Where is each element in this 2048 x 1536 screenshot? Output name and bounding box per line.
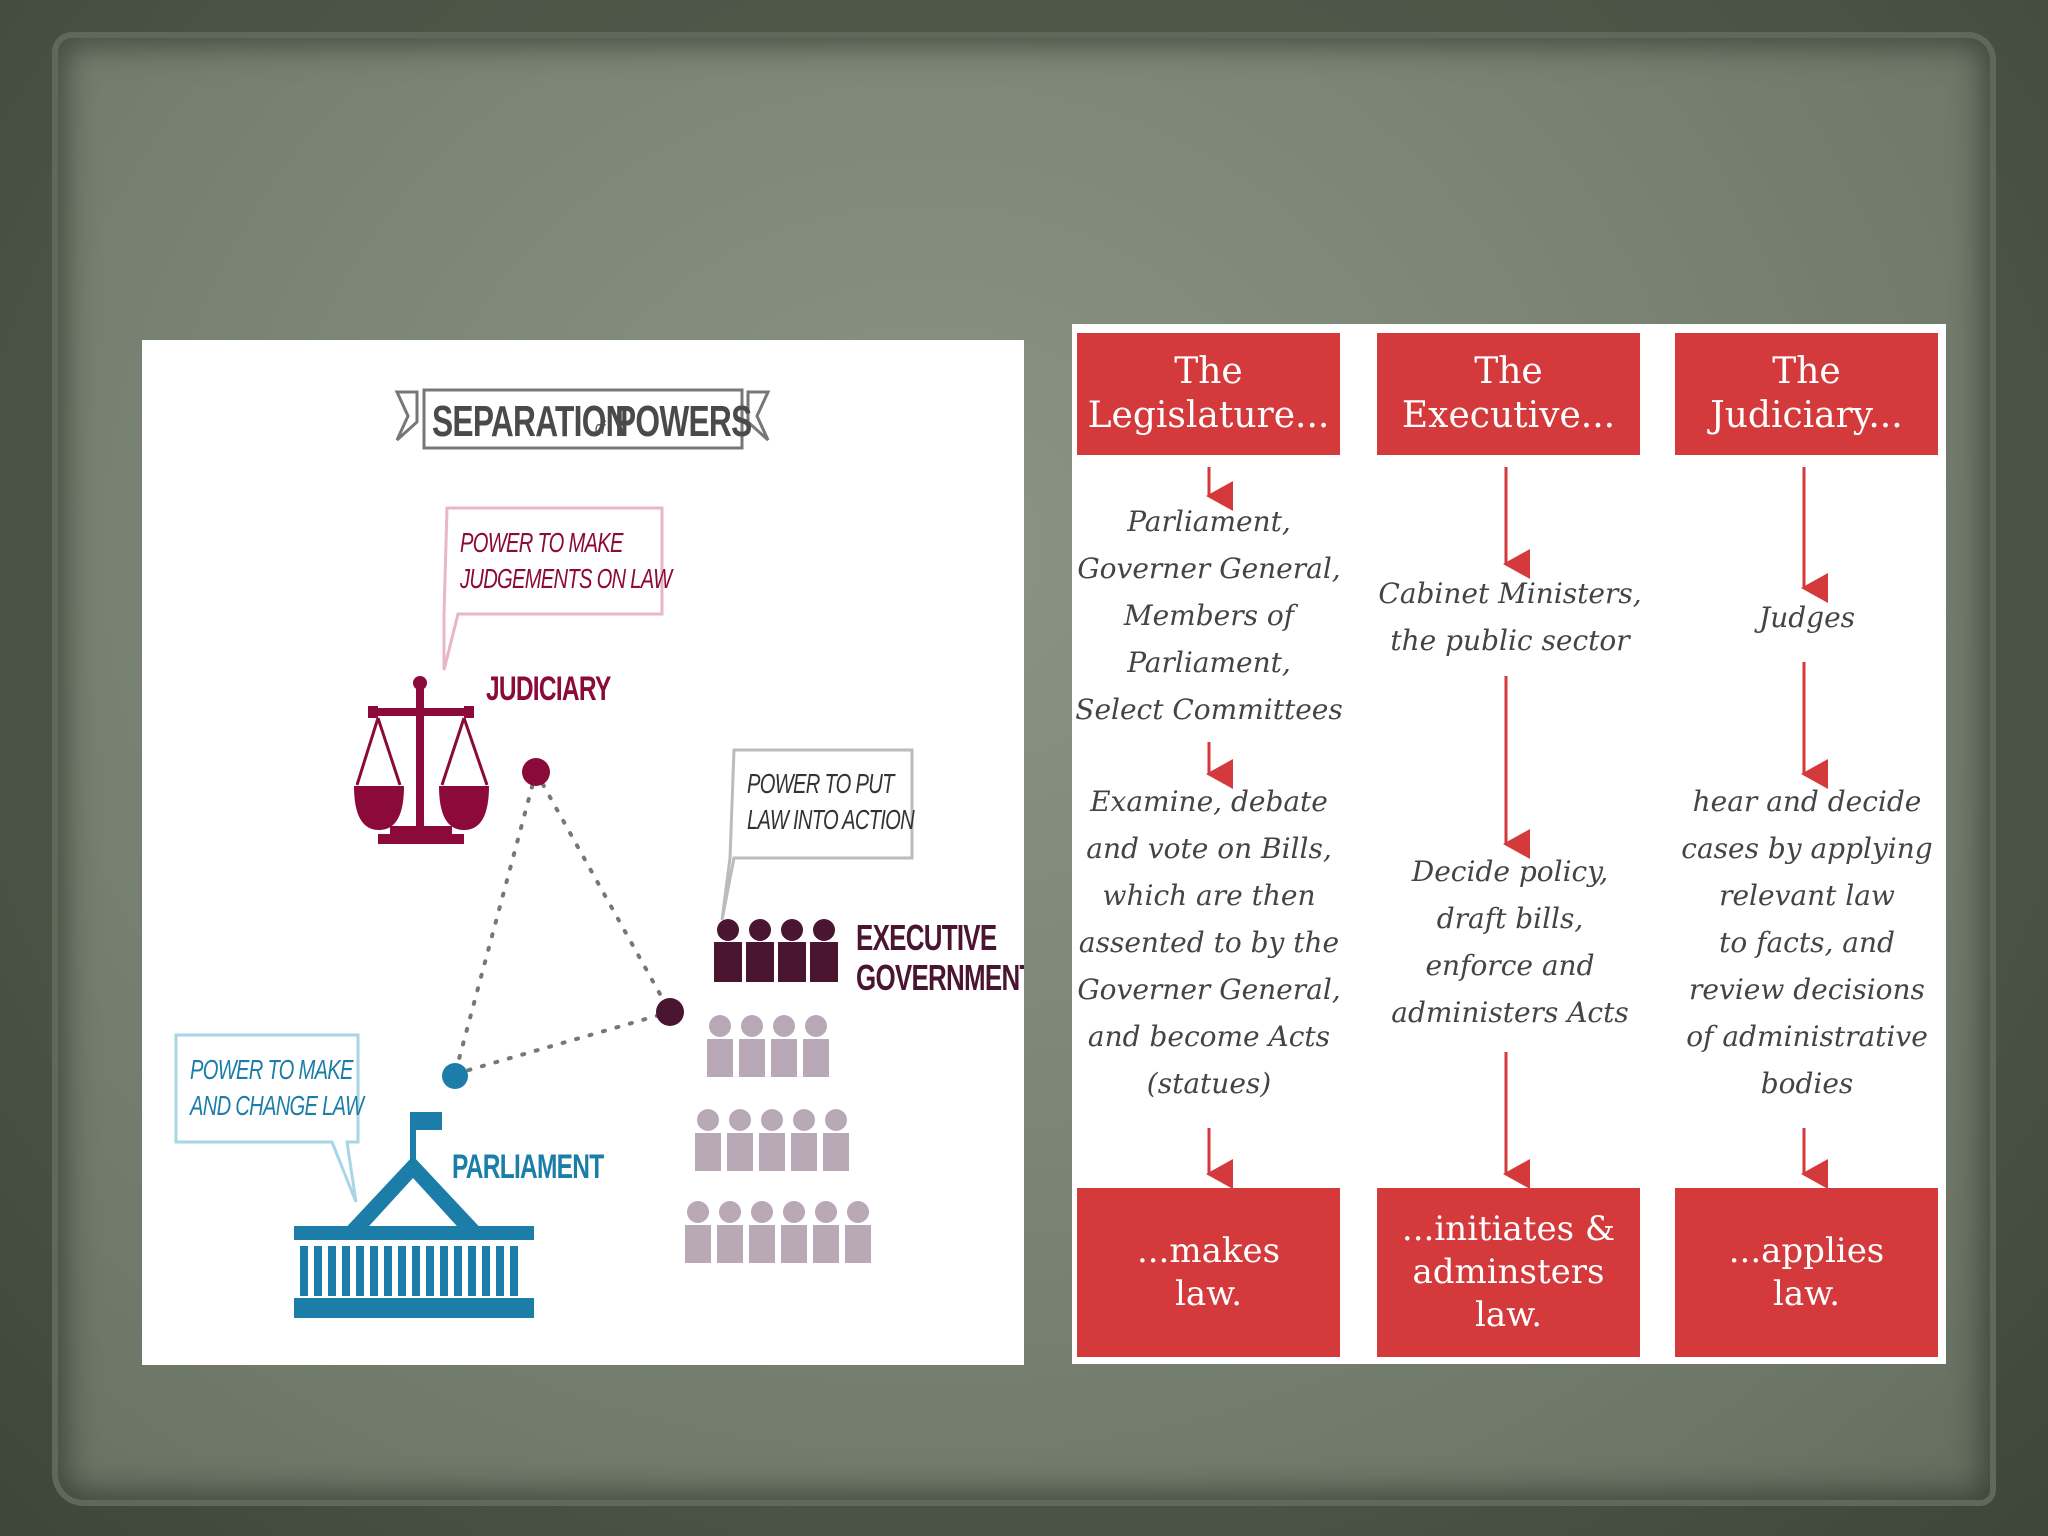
executive-ministers-icon <box>714 919 838 982</box>
connection-triangle <box>453 770 672 1076</box>
infographic-graphic <box>174 388 914 1318</box>
executive-callout-text: POWER TO PUT LAW INTO ACTION <box>747 768 915 835</box>
public-sector-crowd-icon <box>685 1015 871 1263</box>
judiciary-label: JUDICIARY <box>486 670 611 708</box>
parliament-callout <box>174 1033 360 1203</box>
executive-header-line1: The <box>1474 351 1543 392</box>
judiciary-footer-line2: law. <box>1772 1273 1841 1314</box>
judiciary-footer-line1: ...applies <box>1728 1230 1885 1271</box>
separation-of-powers-infographic: SEPARATION of POWERS POWER TO MAKE JUDGE… <box>142 340 1024 1365</box>
parliament-label: PARLIAMENT <box>452 1148 604 1186</box>
judiciary-header-line1: The <box>1772 351 1841 392</box>
parliament-columns <box>300 1246 518 1296</box>
scales-of-justice-icon <box>354 676 489 844</box>
title-banner <box>394 388 771 450</box>
judiciary-callout <box>442 506 664 671</box>
executive-header-line2: Executive... <box>1401 395 1616 436</box>
executive-footer-line3: law. <box>1474 1295 1543 1335</box>
executive-footer-line2: adminsters <box>1412 1252 1605 1292</box>
legislature-footer: ...makes law. <box>1077 1188 1340 1357</box>
executive-callout <box>720 748 914 921</box>
parliament-node <box>442 1063 468 1089</box>
judiciary-header-line2: Judiciary... <box>1710 395 1903 436</box>
judiciary-node <box>522 758 550 786</box>
executive-footer: ...initiates & adminsters law. <box>1377 1188 1640 1357</box>
judiciary-callout-text: POWER TO MAKE JUDGEMENTS ON LAW <box>460 527 672 594</box>
legislature-footer-line1: ...makes <box>1136 1230 1281 1271</box>
legislature-role: Examine, debate and vote on Bills, which… <box>1077 785 1341 1100</box>
executive-members: Cabinet Ministers, the public sector <box>1378 577 1642 657</box>
judiciary-header: The Judiciary... <box>1675 333 1938 455</box>
judiciary-role: hear and decide cases by applying releva… <box>1681 785 1933 1100</box>
legislature-members: Parliament, Governer General, Members of… <box>1075 505 1343 726</box>
banner-title-left: SEPARATION <box>432 397 629 446</box>
executive-node <box>656 998 684 1026</box>
legislature-footer-line2: law. <box>1174 1273 1243 1314</box>
executive-header: The Executive... <box>1377 333 1640 455</box>
executive-label: EXECUTIVE GOVERNMENT <box>856 917 1024 998</box>
judiciary-members: Judges <box>1758 601 1856 634</box>
banner-title-right: POWERS <box>615 397 752 446</box>
parliament-house-icon <box>294 1112 534 1318</box>
legislature-header-line1: The <box>1174 351 1243 392</box>
banner-title-of: of <box>595 418 605 438</box>
legislature-header-line2: Legislature... <box>1087 395 1330 436</box>
legislature-header: The Legislature... <box>1077 333 1340 455</box>
executive-role: Decide policy, draft bills, enforce and … <box>1391 855 1629 1029</box>
branches-of-government-flowchart: The Legislature... Parliament, Governer … <box>1072 324 1946 1364</box>
executive-footer-line1: ...initiates & <box>1401 1209 1616 1249</box>
parliament-callout-text: POWER TO MAKE AND CHANGE LAW <box>190 1054 364 1121</box>
judiciary-footer: ...applies law. <box>1675 1188 1938 1357</box>
